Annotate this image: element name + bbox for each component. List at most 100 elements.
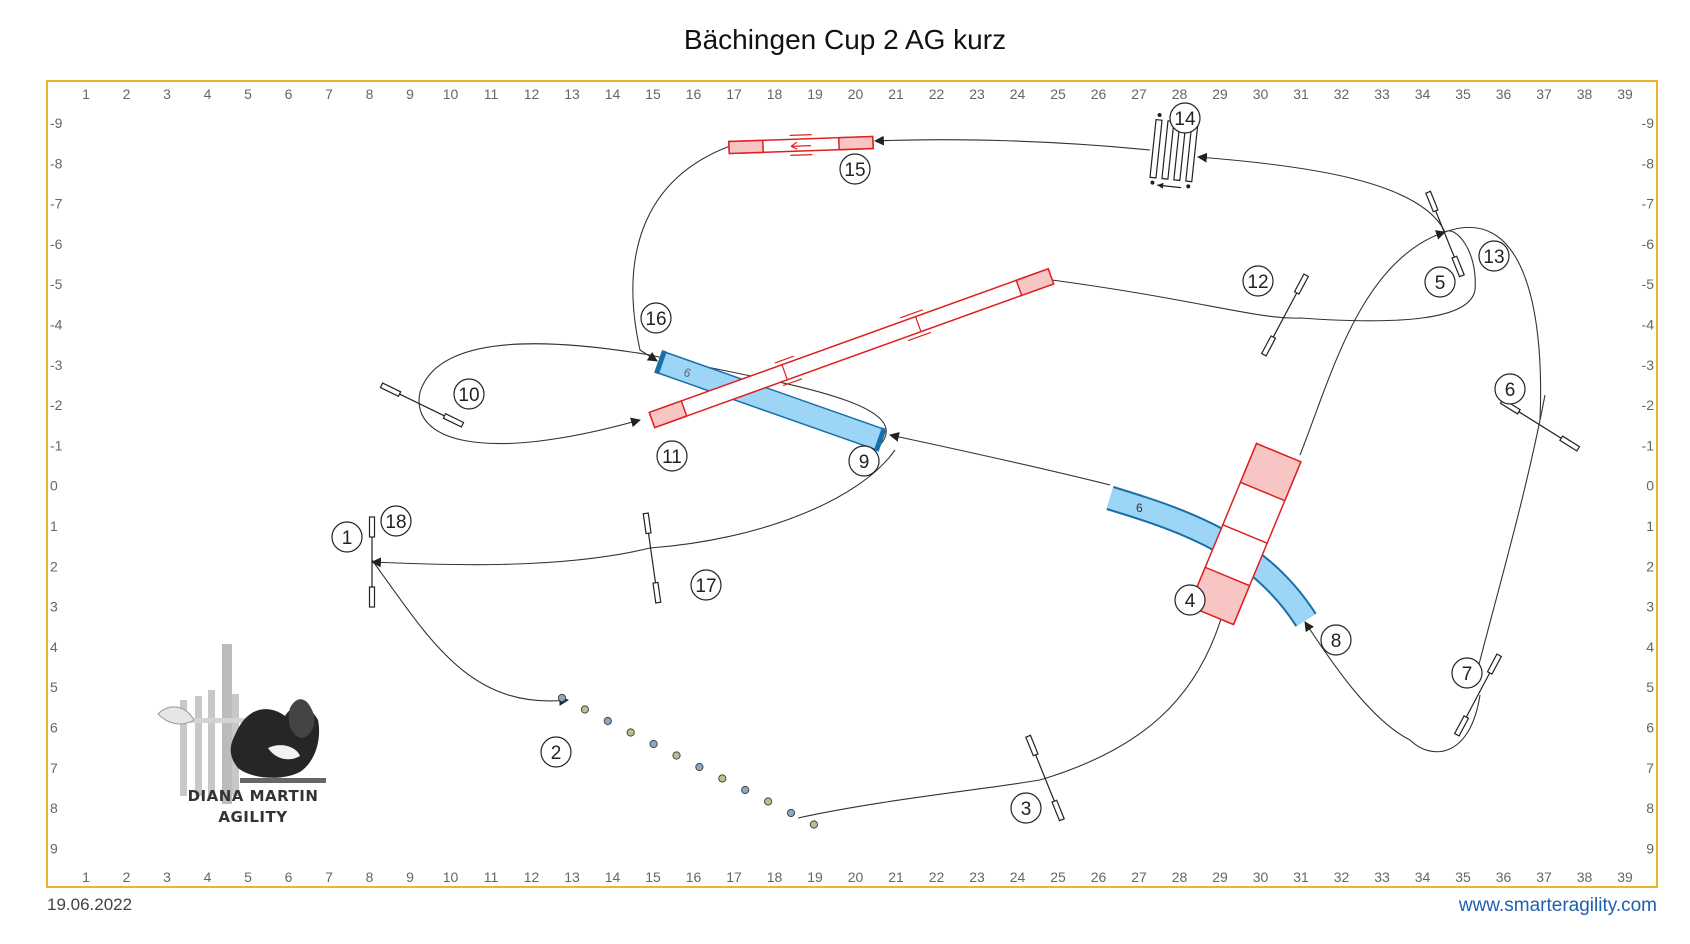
obstacle-number-13: 13	[1478, 240, 1510, 272]
column-label-bottom: 13	[564, 869, 580, 885]
seesaw	[728, 134, 874, 156]
row-label-left: 5	[50, 679, 58, 695]
column-label-bottom: 31	[1293, 869, 1309, 885]
column-label-bottom: 15	[645, 869, 661, 885]
weave-pole	[603, 716, 612, 726]
column-label-top: 37	[1536, 86, 1552, 102]
row-label-left: -1	[50, 437, 63, 453]
column-label-bottom: 37	[1536, 869, 1552, 885]
row-label-left: 3	[50, 599, 58, 615]
row-label-right: 5	[1646, 679, 1654, 695]
jump-1	[368, 516, 376, 608]
path-9-10	[418, 343, 887, 446]
weave-pole	[764, 797, 773, 806]
column-label-bottom: 5	[244, 869, 252, 885]
column-label-top: 9	[406, 86, 414, 102]
column-label-top: 25	[1050, 86, 1066, 102]
weave-pole	[649, 739, 658, 749]
column-label-bottom: 33	[1374, 869, 1390, 885]
column-label-top: 19	[807, 86, 823, 102]
obstacle-number-3: 3	[1010, 792, 1042, 824]
row-label-right: -1	[1642, 437, 1655, 453]
obstacle-number-9: 9	[848, 445, 880, 477]
column-label-top: 7	[325, 86, 333, 102]
number-label: 9	[859, 452, 870, 473]
logo-text: DIANA MARTIN AGILITY	[178, 786, 328, 828]
column-label-bottom: 24	[1010, 869, 1026, 885]
number-circle	[1424, 266, 1456, 298]
jump-17	[642, 512, 662, 604]
column-label-top: 12	[524, 86, 540, 102]
column-label-top: 26	[1091, 86, 1107, 102]
jump-5	[1425, 190, 1465, 278]
column-label-bottom: 1	[82, 869, 90, 885]
column-label-bottom: 16	[686, 869, 702, 885]
column-label-top: 33	[1374, 86, 1390, 102]
row-label-right: 7	[1646, 760, 1654, 776]
row-label-right: -9	[1642, 115, 1655, 131]
column-label-bottom: 17	[726, 869, 742, 885]
column-label-top: 24	[1010, 86, 1026, 102]
website-link[interactable]: www.smarteragility.com	[1458, 895, 1657, 916]
path-4-5	[1299, 230, 1446, 456]
column-label-bottom: 35	[1455, 869, 1471, 885]
course-date: 19.06.2022	[47, 895, 133, 914]
path-7-8	[1304, 621, 1481, 753]
row-label-left: 1	[50, 518, 58, 534]
number-label: 10	[458, 385, 479, 406]
column-label-bottom: 26	[1091, 869, 1107, 885]
column-label-top: 34	[1415, 86, 1431, 102]
column-label-top: 35	[1455, 86, 1471, 102]
column-label-bottom: 34	[1415, 869, 1431, 885]
column-label-bottom: 39	[1617, 869, 1633, 885]
jump-10	[379, 382, 465, 428]
row-label-right: 1	[1646, 518, 1654, 534]
column-label-bottom: 12	[524, 869, 540, 885]
column-label-top: 22	[929, 86, 945, 102]
column-label-top: 15	[645, 86, 661, 102]
row-label-right: -3	[1642, 357, 1655, 373]
column-label-top: 2	[123, 86, 131, 102]
row-label-left: -4	[50, 317, 63, 333]
jump-12	[1260, 273, 1310, 357]
column-label-bottom: 29	[1212, 869, 1228, 885]
column-label-top: 31	[1293, 86, 1309, 102]
number-circle	[640, 302, 672, 334]
row-label-right: 2	[1646, 558, 1654, 574]
column-label-bottom: 8	[366, 869, 374, 885]
path-2-3	[797, 779, 1041, 819]
number-circle	[1169, 102, 1201, 134]
number-circle	[453, 378, 485, 410]
obstacle-number-5: 5	[1424, 266, 1456, 298]
obstacle-number-2: 2	[540, 736, 572, 768]
number-circle	[380, 505, 412, 537]
column-label-top: 17	[726, 86, 742, 102]
path-8-9	[889, 432, 1111, 486]
number-label: 1	[342, 528, 353, 549]
column-label-bottom: 14	[605, 869, 621, 885]
weave-pole	[741, 785, 750, 795]
row-label-right: -5	[1642, 276, 1655, 292]
obstacle-number-8: 8	[1320, 624, 1352, 656]
number-label: 4	[1185, 591, 1196, 612]
number-circle	[839, 153, 871, 185]
column-label-top: 1	[82, 86, 90, 102]
column-label-bottom: 2	[123, 869, 131, 885]
column-label-top: 36	[1496, 86, 1512, 102]
logo-line-1: DIANA MARTIN	[187, 787, 319, 805]
path-17-18	[371, 547, 651, 568]
obstacle-number-10: 10	[453, 378, 485, 410]
column-label-top: 27	[1131, 86, 1147, 102]
number-circle	[1320, 624, 1352, 656]
weave-pole	[809, 820, 819, 829]
obstacle-number-18: 18	[380, 505, 412, 537]
row-label-right: 0	[1646, 478, 1654, 494]
tunnel-upper: 6	[654, 350, 887, 452]
path-14-15	[874, 135, 1151, 151]
row-label-left: -8	[50, 155, 63, 171]
column-label-bottom: 28	[1172, 869, 1188, 885]
logo-graphic	[157, 644, 326, 804]
obstacle-number-14: 14	[1169, 102, 1201, 134]
